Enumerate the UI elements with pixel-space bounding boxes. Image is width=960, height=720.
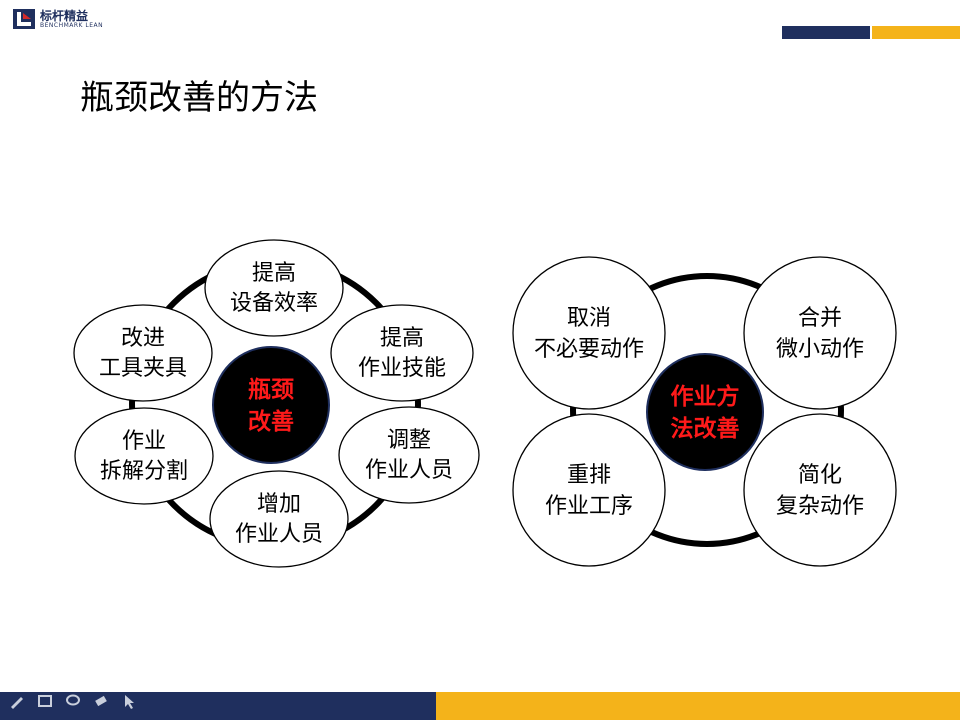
node-label: 合并 <box>798 306 842 331</box>
pen-icon[interactable] <box>8 692 26 710</box>
node-label: 提高 <box>252 261 296 286</box>
left-node-lower-left: 作业 拆解分割 <box>74 407 214 505</box>
right-ring <box>570 273 844 547</box>
right-hub: 作业方 法改善 <box>646 353 764 471</box>
right-node-top-left: 取消 不必要动作 <box>512 256 666 410</box>
hub-label: 改善 <box>248 408 294 435</box>
left-hub: 瓶颈 改善 <box>212 346 330 464</box>
node-label: 提高 <box>380 326 424 351</box>
node-label: 重排 <box>567 463 611 488</box>
node-label: 增加 <box>257 492 301 517</box>
slide-title: 瓶颈改善的方法 <box>80 78 318 118</box>
comment-icon[interactable] <box>64 692 82 710</box>
node-label: 拆解分割 <box>100 459 188 484</box>
slide-icon[interactable] <box>36 692 54 710</box>
left-node-lower-right: 调整 作业人员 <box>338 406 480 504</box>
left-diagram: 提高 设备效率 提高 作业技能 调整 作业人员 增加 作业人员 作业 拆解分割 … <box>73 239 480 568</box>
left-node-top: 提高 设备效率 <box>204 239 344 337</box>
node-label: 作业人员 <box>235 522 323 547</box>
hub-label: 作业方 <box>671 383 740 410</box>
right-node-bottom-right: 简化 复杂动作 <box>743 413 897 567</box>
node-label: 设备效率 <box>230 291 318 316</box>
pointer-icon[interactable] <box>120 692 138 710</box>
node-label: 取消 <box>567 306 611 331</box>
node-label: 复杂动作 <box>776 494 864 519</box>
header-accent-gold <box>872 26 960 39</box>
brand-logo: 标杆精益 BENCHMARK LEAN <box>12 6 132 34</box>
eraser-icon[interactable] <box>92 692 110 710</box>
right-diagram: 取消 不必要动作 合并 微小动作 重排 作业工序 简化 复杂动作 作业方 法改善 <box>512 256 897 567</box>
node-label: 改进 <box>121 326 165 351</box>
left-node-upper-left: 改进 工具夹具 <box>73 304 213 402</box>
node-label: 工具夹具 <box>99 356 187 381</box>
header-accent-navy <box>782 26 870 39</box>
logo-text: 标杆精益 <box>40 9 89 23</box>
node-label: 调整 <box>387 428 431 453</box>
right-node-bottom-left: 重排 作业工序 <box>512 413 666 567</box>
node-label: 不必要动作 <box>534 337 644 362</box>
right-node-top-right: 合并 微小动作 <box>743 256 897 410</box>
node-label: 微小动作 <box>776 337 864 362</box>
node-label: 作业 <box>122 429 166 454</box>
footer-bar-navy <box>0 692 436 720</box>
left-node-bottom: 增加 作业人员 <box>209 470 349 568</box>
left-node-upper-right: 提高 作业技能 <box>330 304 474 402</box>
node-label: 作业工序 <box>545 494 633 519</box>
footer-bar-gold <box>436 692 960 720</box>
hub-label: 法改善 <box>671 415 740 442</box>
hub-label: 瓶颈 <box>248 377 294 403</box>
logo-mark-icon <box>13 9 35 29</box>
node-label: 简化 <box>798 463 842 488</box>
logo-subtext: BENCHMARK LEAN <box>40 22 104 29</box>
node-label: 作业人员 <box>365 458 453 483</box>
node-label: 作业技能 <box>358 356 446 381</box>
